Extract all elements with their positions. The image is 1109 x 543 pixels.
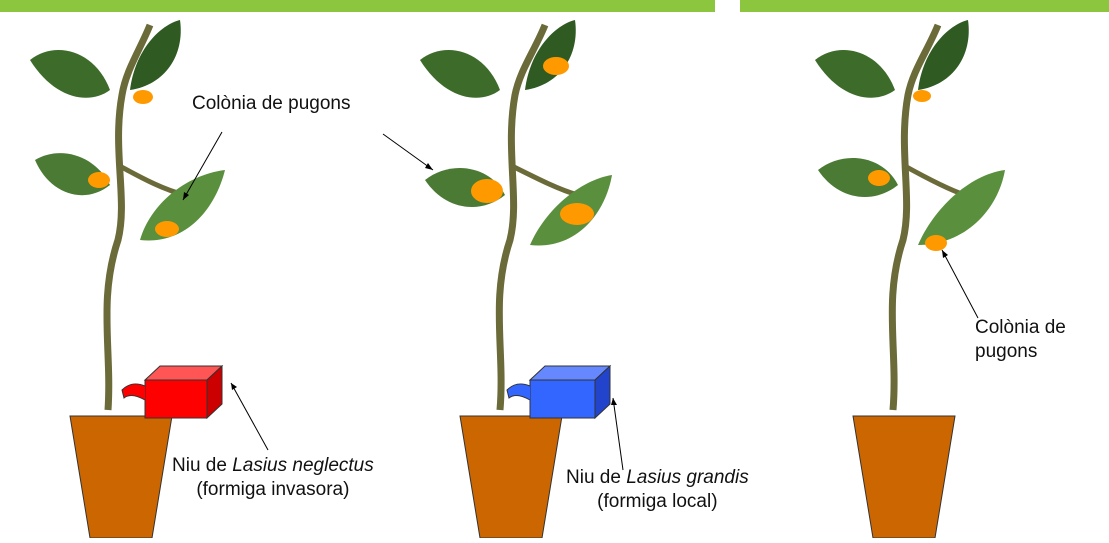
stem: [103, 23, 154, 411]
arrow-head: [611, 398, 617, 405]
branch: [901, 162, 966, 198]
aphid-colony: [133, 90, 153, 104]
aphid-colony: [925, 235, 947, 251]
leaf: [918, 170, 1005, 245]
arrow-head: [231, 383, 237, 390]
local-nest-note: (formiga local): [597, 491, 718, 512]
aphid-colony-label-3-line2: pugons: [975, 341, 1038, 362]
header-bar-right: [740, 0, 1109, 12]
leader-line: [612, 397, 624, 471]
aphid-colony: [560, 203, 594, 225]
invasive-nest-prefix: Niu de: [172, 455, 233, 476]
aphid-colony-label-1: Colònia de pugons: [192, 93, 351, 114]
invasive-nest-label: Niu de Lasius neglectus (formiga invasor…: [172, 454, 374, 502]
local-species-name: Lasius grandis: [626, 467, 749, 488]
arrow-head: [183, 192, 189, 200]
leader-line: [941, 249, 979, 319]
leaf: [918, 20, 969, 90]
leader-line: [182, 131, 223, 201]
leaf: [815, 50, 895, 98]
stem: [495, 23, 549, 411]
aphid-colony-label-3-line1: Colònia de: [975, 317, 1066, 338]
invasive-species-name: Lasius neglectus: [232, 455, 374, 476]
arrow-head: [425, 163, 433, 170]
flower-pot: [459, 415, 563, 539]
invasive-nest-title: Niu de Lasius neglectus: [172, 454, 374, 478]
aphid-colony-label-3: Colònia de pugons: [975, 316, 1066, 364]
aphid-colony: [868, 170, 890, 186]
leaf: [420, 50, 500, 98]
aphid-colony: [88, 172, 110, 188]
leaf: [130, 20, 181, 90]
local-nest-title: Niu de Lasius grandis: [566, 466, 749, 490]
local-nest-prefix: Niu de: [566, 467, 627, 488]
local-nest-label: Niu de Lasius grandis (formiga local): [566, 466, 749, 514]
leaf: [525, 20, 576, 90]
leaf: [30, 50, 110, 98]
plant-2: [382, 20, 624, 539]
aphid-colony: [471, 179, 503, 203]
invasive-ant-nest: [121, 364, 224, 420]
arrow-head: [942, 250, 948, 258]
invasive-nest-note: (formiga invasora): [196, 479, 350, 500]
aphid-colony: [155, 221, 179, 237]
branch: [116, 162, 186, 198]
branch: [508, 162, 579, 198]
local-ant-nest: [506, 364, 612, 420]
leaf: [818, 158, 898, 197]
stem: [888, 23, 942, 411]
aphid-colony: [913, 90, 931, 102]
leader-line: [382, 133, 434, 171]
flower-pot: [69, 415, 173, 539]
aphid-colony: [543, 57, 569, 75]
plant-3: [815, 20, 1005, 539]
flower-pot: [852, 415, 956, 539]
leader-line: [230, 382, 269, 451]
header-bar: [0, 0, 715, 12]
plant-1: [30, 20, 269, 539]
